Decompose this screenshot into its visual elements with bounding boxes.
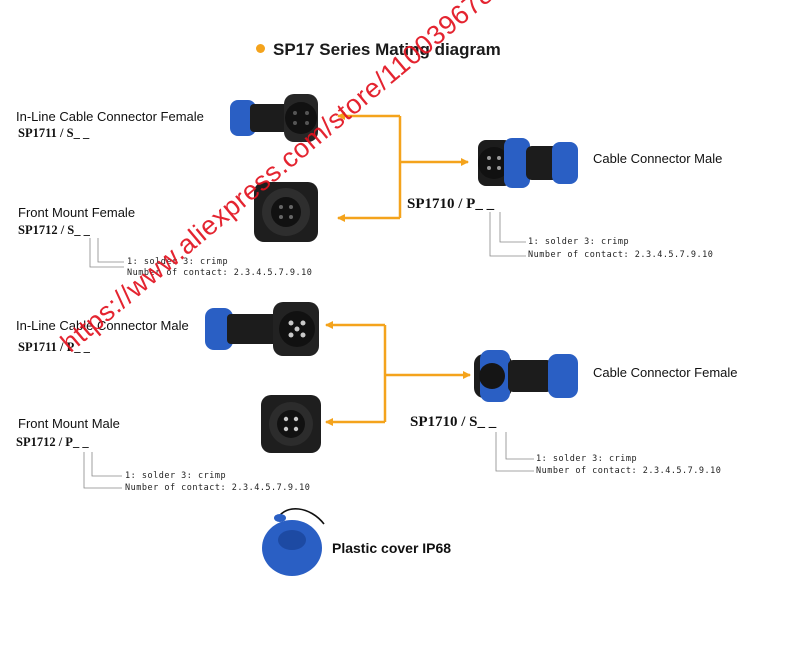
inline-female-connector-image [230,94,318,142]
front-mount-male-note-terminal: 1: solder 3: crimp [125,471,227,481]
front-mount-female-note-terminal: 1: solder 3: crimp [127,257,229,267]
front-mount-male-label: Front Mount Male [18,416,120,431]
inline-female-code: SP1711 / S_ _ [18,126,90,140]
cable-male-note-contacts: Number of contact: 2.3.4.5.7.9.10 [528,250,714,260]
cable-female-code: SP1710 / S_ _ [410,414,497,430]
plastic-cover-label: Plastic cover IP68 [332,540,452,556]
cable-female-label: Cable Connector Female [593,365,738,380]
front-mount-female-note-contacts: Number of contact: 2.3.4.5.7.9.10 [127,268,313,278]
cable-female-note-terminal: 1: solder 3: crimp [536,454,638,464]
cable-male-connector-image [478,138,578,188]
cable-male-note-terminal: 1: solder 3: crimp [528,237,630,247]
plastic-cover-image [262,508,325,576]
front-mount-male-image [261,395,321,453]
cable-female-connector-image [474,350,578,402]
front-mount-male-code: SP1712 / P_ _ [16,435,89,449]
inline-male-label: In-Line Cable Connector Male [16,318,189,333]
front-mount-female-image [254,182,318,242]
inline-male-code: SP1711 / P_ _ [18,340,90,354]
front-mount-male-note-contacts: Number of contact: 2.3.4.5.7.9.10 [125,483,311,493]
inline-male-connector-image [205,302,319,356]
cable-female-note-contacts: Number of contact: 2.3.4.5.7.9.10 [536,466,722,476]
inline-female-label: In-Line Cable Connector Female [16,109,204,124]
title-bullet-icon [256,44,265,53]
front-mount-female-code: SP1712 / S_ _ [18,223,90,237]
cable-male-code: SP1710 / P_ _ [407,196,495,212]
cable-male-label: Cable Connector Male [593,151,723,166]
front-mount-female-label: Front Mount Female [18,205,136,220]
page-title: SP17 Series Mating diagram [273,40,501,59]
